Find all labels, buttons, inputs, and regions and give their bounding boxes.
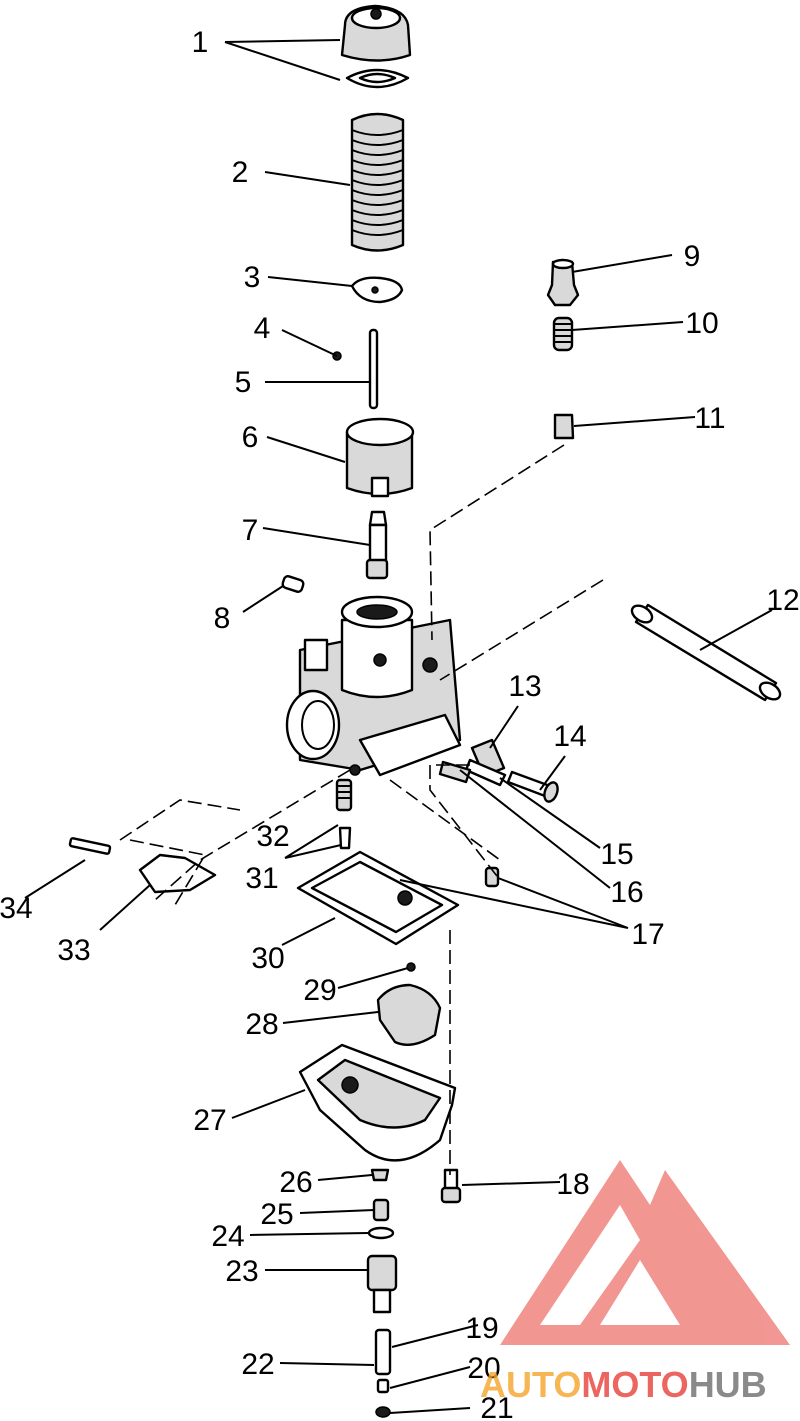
watermark-logo [500,1160,790,1345]
callout-2: 2 [232,156,249,189]
callout-9: 9 [684,240,701,273]
callout-14: 14 [553,720,586,753]
callout-3: 3 [244,261,261,294]
callout-33: 33 [57,934,90,967]
callout-22: 22 [241,1348,274,1381]
part-1-cap [340,4,412,89]
watermark-part-hub: HUB [689,1364,767,1405]
callout-20: 20 [467,1352,500,1385]
callout-21: 21 [480,1392,513,1421]
part-24-oring [367,1226,395,1240]
part-12-tube [630,603,782,702]
part-11-plunger [553,413,575,440]
part-29-ball [406,962,416,972]
callout-4: 4 [254,312,271,345]
part-34-pin [68,837,112,855]
carburetor-body [285,595,462,777]
callout-30: 30 [251,942,284,975]
leader-lines [24,39,773,1414]
part-5-needle [368,328,379,410]
callout-6: 6 [242,421,259,454]
part-19-tube [374,1328,392,1376]
callout-32: 32 [256,820,289,853]
callout-19: 19 [465,1312,498,1345]
watermark-text: AUTOMOTOHUB [480,1364,767,1405]
callout-13: 13 [508,670,541,703]
part-9-fitting [546,258,580,307]
callout-5: 5 [235,366,252,399]
callout-1: 1 [192,26,209,59]
callout-28: 28 [245,1008,278,1041]
callout-34: 34 [0,892,33,925]
part-10-spring [552,316,574,352]
callout-29: 29 [303,974,336,1007]
part-6-throttle-valve [345,417,415,498]
part-16-spring [438,760,472,784]
part-23-holder [366,1254,398,1314]
callout-24: 24 [211,1220,244,1253]
part-15-screw [464,758,507,787]
part-28-float [376,983,442,1046]
callout-31: 31 [245,862,278,895]
assembly-dashed-lines [119,444,604,1175]
callout-12: 12 [766,584,799,617]
part-14-screw [506,770,559,803]
callout-17: 17 [631,918,664,951]
callout-11: 11 [694,402,725,435]
callout-15: 15 [600,838,633,871]
part-32-jet [335,778,353,812]
part-8-pin [281,575,305,593]
watermark-part-moto: MOTO [581,1364,688,1405]
part-26-jet [370,1168,390,1182]
callout-26: 26 [279,1166,312,1199]
part-25-jet [372,1198,390,1222]
callout-labels: 1 2 3 4 5 6 7 8 9 10 11 12 13 14 15 16 1… [0,26,800,1421]
callout-27: 27 [193,1104,226,1137]
callout-16: 16 [610,876,643,909]
part-20-cap [376,1378,390,1394]
callout-18: 18 [556,1168,589,1201]
part-21-nut [375,1406,391,1418]
callout-8: 8 [214,602,231,635]
part-7-needle-jet [365,510,389,580]
callout-10: 10 [685,307,718,340]
callout-25: 25 [260,1198,293,1231]
callout-7: 7 [242,514,259,547]
part-30-gasket [296,850,460,946]
part-33-float-arm [138,853,217,894]
watermark-part-auto: AUTO [480,1364,581,1405]
watermark-inner-icon [600,1260,680,1325]
svg-text:AUTOMOTOHUB: AUTOMOTOHUB [480,1364,767,1405]
watermark-peak-icon [650,1215,760,1345]
part-31-jet [338,826,352,850]
part-2-spring [350,112,405,252]
part-27-float-bowl [298,1043,457,1162]
callout-23: 23 [225,1255,258,1288]
part-18-screw [440,1168,462,1204]
